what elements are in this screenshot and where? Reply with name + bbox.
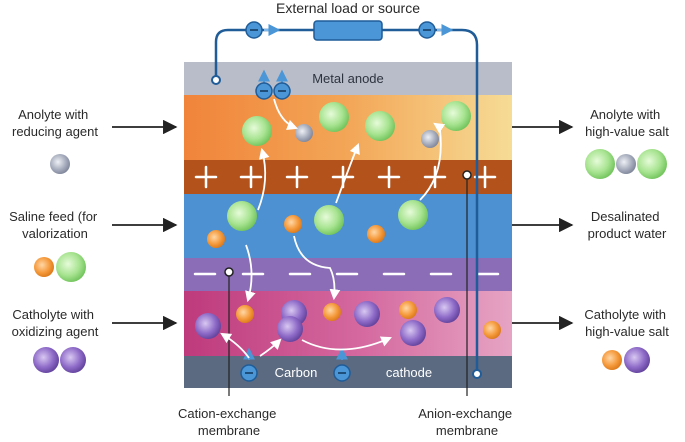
- grey-ion: [421, 130, 439, 148]
- salt-purple-icon: [624, 347, 650, 373]
- anode-electrons: [255, 69, 291, 100]
- wire-left: [214, 28, 314, 80]
- bottom-labels: Cation-exchange membrane Anion-exchange …: [178, 406, 516, 438]
- salt-grey-icon: [616, 154, 636, 174]
- wire-right: [382, 28, 479, 373]
- external-load-box: [313, 20, 383, 41]
- plus-sign: [239, 165, 263, 189]
- purple-ion: [277, 316, 303, 342]
- external-load-label: External load or source: [276, 0, 420, 16]
- cem-marker: [224, 267, 234, 277]
- arrow-green-up-mid: [335, 142, 360, 204]
- arrow-cathode-left: [220, 332, 250, 359]
- green-ion: [319, 102, 349, 132]
- catholyte-layer: [184, 291, 512, 356]
- cathode-electrons: [240, 347, 351, 382]
- plus-sign: [285, 165, 309, 189]
- orange-ion: [323, 303, 341, 321]
- aem-label-line1: Anion-exchange: [418, 406, 512, 421]
- metal-anode-layer: [184, 62, 512, 95]
- anolyte-out-label-line2: high-value salt: [585, 124, 669, 139]
- catholyte-out-label-line1: Catholyte with: [584, 307, 666, 322]
- purple-ion: [434, 297, 460, 323]
- plus-sign: [377, 165, 401, 189]
- external-circuit: [211, 20, 482, 379]
- carbon-label: Carbon: [275, 365, 318, 380]
- metal-anode-label: Metal anode: [312, 71, 384, 86]
- arrow-cathode-right: [301, 336, 392, 351]
- saline-label-line2: valorization: [22, 226, 88, 241]
- catholyte-ions: [195, 297, 501, 346]
- svg-text:Anolyte with reducing ag: Anolyte with reducing agent: [12, 107, 98, 139]
- electron-wire-left: [245, 21, 281, 39]
- plus-sign: [194, 165, 218, 189]
- svg-text:Anion-exchange membrane: Anion-exchange membrane: [418, 406, 516, 438]
- saline-ions: [207, 200, 428, 248]
- saline-green-icon: [56, 252, 86, 282]
- catholyte-out-label-line2: high-value salt: [585, 324, 669, 339]
- green-ion: [441, 101, 471, 131]
- saline-label-line1: Saline feed (for: [9, 209, 98, 224]
- migration-arrows: [220, 98, 446, 359]
- desalinated-label-line2: product water: [588, 226, 667, 241]
- orange-ion: [483, 321, 501, 339]
- cem-label-line1: Cation-exchange: [178, 406, 276, 421]
- orange-ion: [207, 230, 225, 248]
- electron-wire-right: [418, 21, 454, 39]
- green-ion: [365, 111, 395, 141]
- anode-terminal: [211, 75, 221, 85]
- reducing-agent-icon: [50, 154, 70, 174]
- anolyte-label-line1: Anolyte with: [18, 107, 88, 122]
- left-labels: Anolyte with reducing agent Saline feed …: [9, 107, 101, 373]
- arrow-cathode-mid: [259, 338, 282, 357]
- catholyte-label-line1: Catholyte with: [12, 307, 94, 322]
- svg-text:Saline feed (for valoriz: Saline feed (for valorization: [9, 209, 101, 241]
- green-ion: [227, 201, 257, 231]
- cem-label-line2: membrane: [198, 423, 260, 438]
- cathode-terminal: [472, 369, 482, 379]
- aem-marker: [462, 170, 472, 180]
- orange-ion: [284, 215, 302, 233]
- right-labels: Anolyte with high-value salt Desalinated…: [584, 107, 669, 373]
- salt-green-icon-right: [637, 149, 667, 179]
- oxidizing-agent-icon-1: [33, 347, 59, 373]
- anolyte-out-label-line1: Anolyte with: [590, 107, 660, 122]
- orange-ion: [367, 225, 385, 243]
- purple-ion: [195, 313, 221, 339]
- grey-ion: [295, 124, 313, 142]
- svg-text:Catholyte with oxidizing: Catholyte with oxidizing agent: [12, 307, 99, 339]
- plus-sign: [473, 165, 497, 189]
- green-ion: [242, 116, 272, 146]
- flow-arrows: [112, 119, 574, 331]
- svg-text:Desalinated product wate: Desalinated product water: [588, 209, 667, 241]
- arrow-orange-down-mid: [293, 235, 341, 301]
- catholyte-label-line2: oxidizing agent: [12, 324, 99, 339]
- arrow-orange-down-left: [245, 244, 256, 303]
- anolyte-label-line2: reducing agent: [12, 124, 98, 139]
- svg-text:Catholyte with high-valu: Catholyte with high-value salt: [584, 307, 669, 339]
- arrow-green-up-right: [419, 122, 446, 201]
- svg-text:Cation-exchange membrane: Cation-exchange membrane: [178, 406, 280, 438]
- arrow-anode-to-grey: [273, 98, 299, 131]
- arrow-green-up-left: [257, 147, 270, 211]
- purple-ion: [400, 320, 426, 346]
- salt-orange-icon: [602, 350, 622, 370]
- salt-green-icon-left: [585, 149, 615, 179]
- orange-ion: [236, 305, 254, 323]
- anolyte-ions: [242, 101, 471, 148]
- orange-ion: [399, 301, 417, 319]
- green-ion: [398, 200, 428, 230]
- oxidizing-agent-icon-2: [60, 347, 86, 373]
- saline-orange-icon: [34, 257, 54, 277]
- purple-ion: [354, 301, 380, 327]
- cathode-label: cathode: [386, 365, 432, 380]
- green-ion: [314, 205, 344, 235]
- desalinated-label-line1: Desalinated: [591, 209, 660, 224]
- svg-text:Anolyte with high-value: Anolyte with high-value salt: [585, 107, 669, 139]
- aem-label-line2: membrane: [436, 423, 498, 438]
